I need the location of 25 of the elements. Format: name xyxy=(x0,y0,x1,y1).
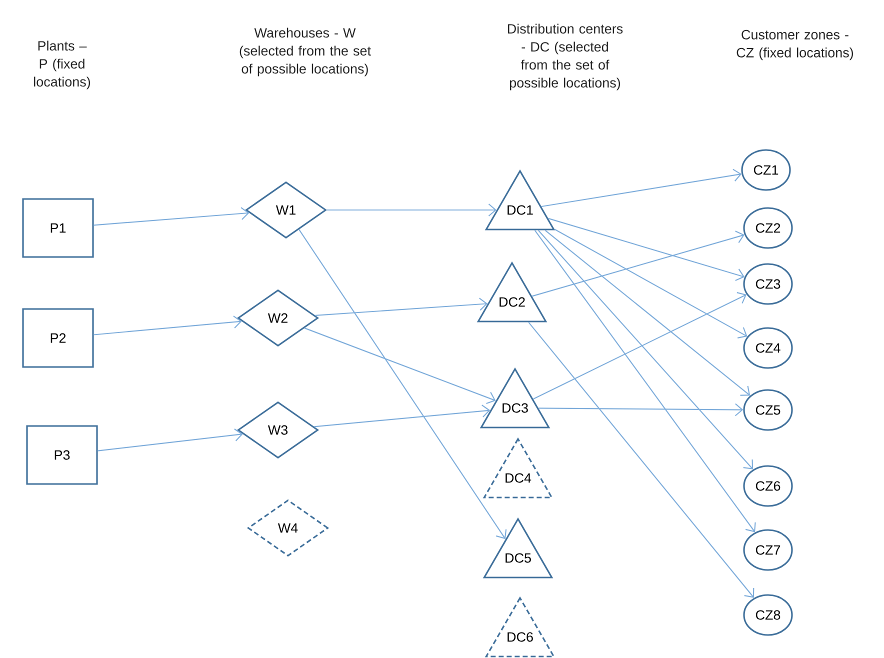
arrow xyxy=(544,230,750,396)
arrow xyxy=(94,316,242,336)
arrow xyxy=(554,228,748,338)
column-heading: Plants – P (fixed locations) xyxy=(34,40,90,90)
arrow xyxy=(298,229,507,540)
arrow xyxy=(541,168,742,208)
arrow xyxy=(538,403,744,416)
arrow xyxy=(538,230,754,470)
plant-box: P3 xyxy=(26,425,98,485)
arrow xyxy=(533,292,747,400)
column-heading: Distribution centers - DC (selected from the set of possible locations) xyxy=(508,24,623,90)
arrow xyxy=(315,298,488,316)
plant-box: P2 xyxy=(22,308,94,368)
arrow xyxy=(534,230,756,532)
arrow xyxy=(304,328,496,404)
column-heading: Customer zones - CZ (fixed locations) xyxy=(736,30,854,60)
arrow xyxy=(98,428,243,452)
arrow xyxy=(314,404,490,428)
plant-box: P1 xyxy=(22,198,94,258)
column-heading: Warehouses - W (selected from the set of possible locations) xyxy=(240,28,371,76)
arrow xyxy=(528,322,754,598)
arrow xyxy=(532,230,745,297)
arrow xyxy=(548,218,745,282)
arrow xyxy=(326,204,497,216)
arrow xyxy=(94,207,250,226)
